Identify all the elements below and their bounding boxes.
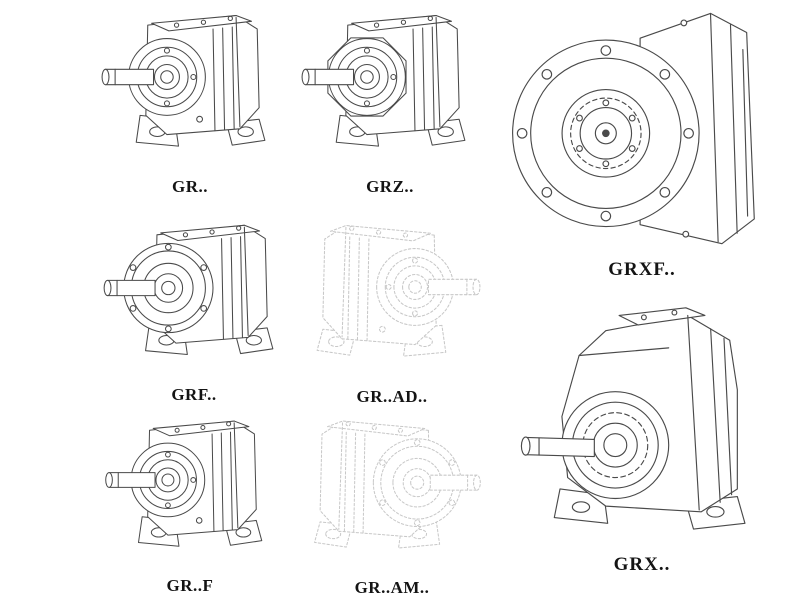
- gearbox-drawing-gr-am: [294, 408, 490, 576]
- figure-grx: GRX..: [492, 302, 792, 598]
- figure-grxf: GRXF..: [492, 2, 792, 300]
- gearbox-drawing-grxf: [499, 2, 785, 257]
- figure-gr-label: GR..: [172, 177, 208, 196]
- gearbox-drawing-grz: [294, 2, 486, 175]
- figure-grz: GRZ..: [288, 2, 492, 210]
- figure-gr-ad-label: GR..AD..: [356, 387, 428, 406]
- gearbox-drawing-gr: [94, 2, 286, 175]
- figure-grf-label: GRF..: [171, 385, 217, 404]
- figure-grx-label: GRX..: [613, 554, 671, 575]
- gearbox-drawing-grf: [94, 212, 294, 383]
- figure-gr-ad: GR..AD..: [290, 212, 494, 412]
- figure-gr-am-label: GR..AM..: [354, 578, 430, 597]
- figure-grxf-label: GRXF..: [608, 259, 676, 280]
- figure-gr-f-label: GR..F: [166, 576, 214, 595]
- gearbox-drawing-gr-f: [98, 408, 282, 574]
- figure-grz-label: GRZ..: [366, 177, 414, 196]
- figure-gr: GR..: [88, 2, 292, 210]
- figure-grf: GRF..: [88, 212, 300, 412]
- figure-gr-f: GR..F: [88, 408, 292, 598]
- gearbox-drawing-gr-ad: [296, 212, 488, 385]
- figure-gr-am: GR..AM..: [290, 408, 494, 598]
- gearbox-drawing-grx: [499, 302, 785, 552]
